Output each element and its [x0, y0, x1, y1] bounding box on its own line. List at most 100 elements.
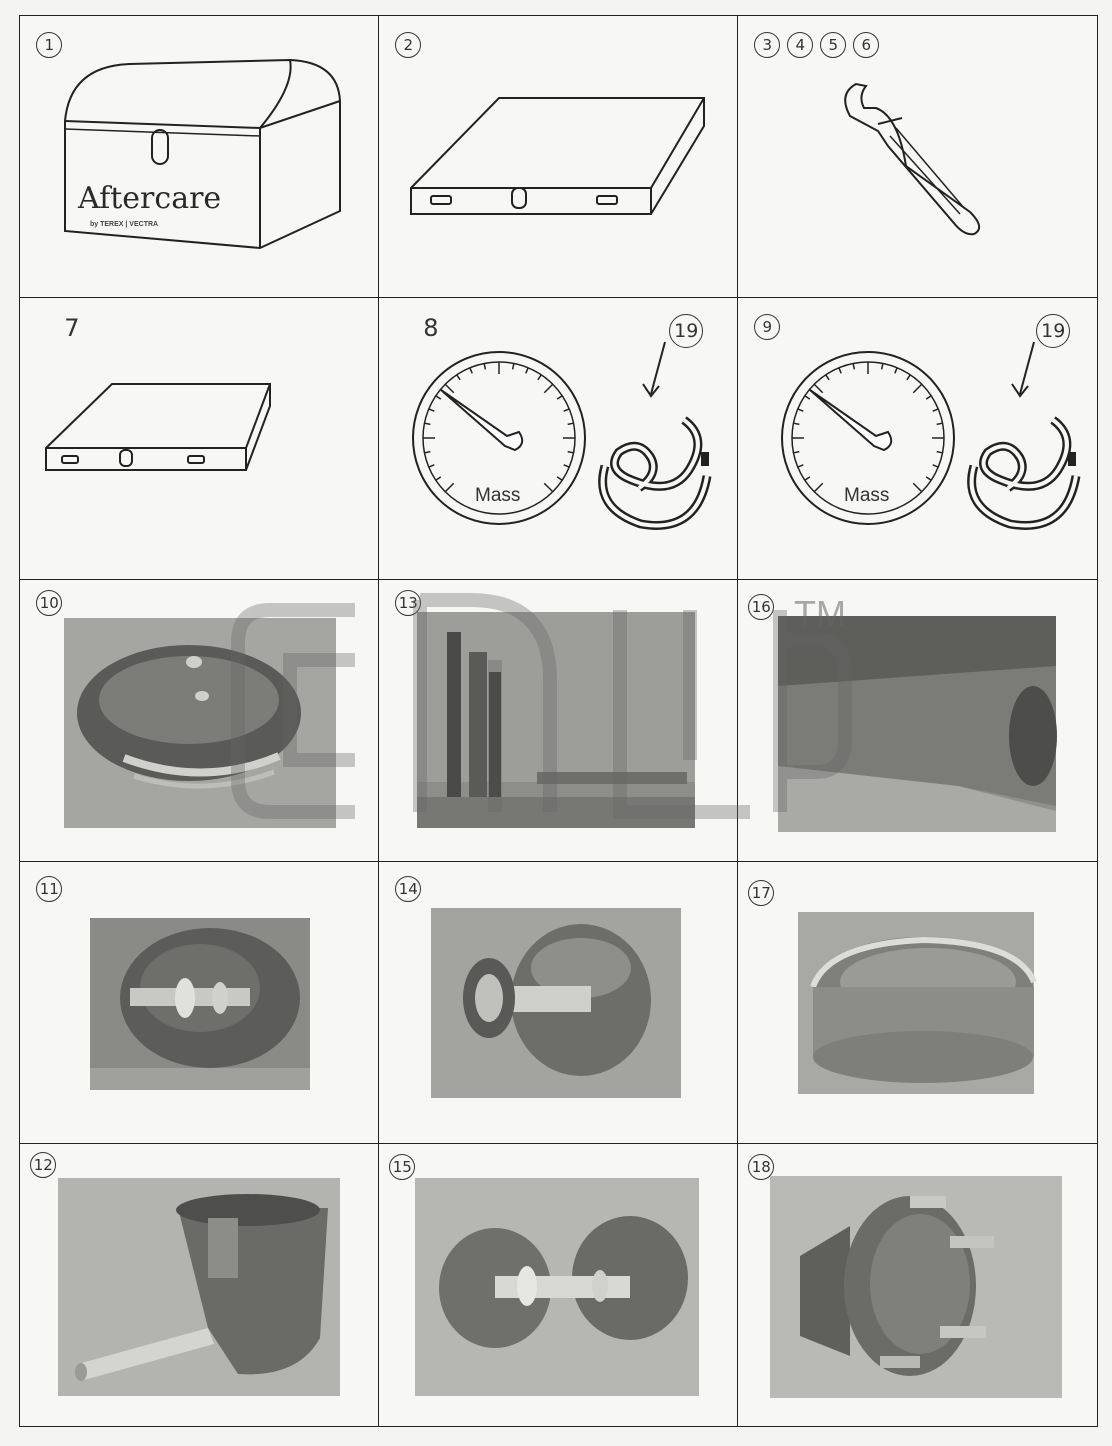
gauge-ticks — [792, 362, 945, 493]
gauge-tick — [912, 383, 923, 394]
hose-drawing — [598, 341, 712, 531]
gauge-tick — [537, 374, 543, 381]
part-12-photo — [58, 1178, 341, 1397]
cell-part-10: 10 — [19, 579, 380, 863]
cell-spanner: 3 4 5 6 — [737, 15, 1098, 299]
gauge-tick — [852, 363, 856, 370]
part-number: 12 — [30, 1152, 57, 1179]
gauge-tick — [563, 464, 570, 469]
gauge-tick — [813, 383, 824, 394]
cell-toolbox-small: 7 — [19, 297, 380, 581]
gauge-tick — [813, 482, 824, 493]
gauge-tick — [793, 451, 800, 454]
part-number: 5 — [820, 32, 847, 59]
hose-number: 19 — [1036, 314, 1071, 349]
part-10-photo — [64, 618, 337, 829]
part-17-photo — [798, 912, 1038, 1095]
part-number: 6 — [853, 32, 880, 59]
gauge-tick — [469, 367, 474, 374]
gauge-tick — [512, 363, 515, 370]
cell-toolbox-large: 2 — [378, 15, 739, 299]
mass-gauge-drawing: Mass — [781, 351, 956, 526]
gauge-tick — [793, 422, 800, 426]
part-number: 10 — [36, 590, 63, 617]
gauge-tick — [838, 367, 843, 374]
gauge-tick — [557, 395, 563, 400]
toolbox-small-drawing — [45, 383, 272, 472]
gauge-tick — [483, 363, 487, 370]
gauge-tick — [797, 464, 804, 469]
part-number: 15 — [389, 1154, 416, 1181]
part-13-photo — [417, 612, 696, 829]
gauge-tick — [932, 464, 939, 469]
gauge-tick — [906, 374, 912, 381]
gauge-tick — [567, 422, 574, 426]
part-number: 16 — [748, 594, 775, 621]
hose-number: 19 — [669, 314, 704, 349]
part-number: 2 — [395, 32, 422, 59]
gauge-label: Mass — [475, 485, 520, 506]
gauge-tick — [881, 363, 884, 370]
aftercare-logo-text: Aftercare — [77, 181, 221, 216]
cell-gauge-mass-9: 9 Mass 19 — [737, 297, 1098, 581]
gauge-tick — [804, 476, 811, 482]
part-11-photo — [90, 918, 311, 1091]
cell-part-12: 12 — [19, 1143, 380, 1427]
cell-part-18: 18 — [737, 1143, 1098, 1427]
gauge-tick — [525, 367, 530, 374]
part-number: 7 — [64, 314, 80, 343]
gauge-tick — [543, 383, 554, 394]
cell-part-11: 11 — [19, 861, 380, 1145]
mass-gauge-drawing: Mass — [412, 351, 587, 526]
gauge-tick — [563, 408, 570, 413]
gauge-tick — [912, 482, 923, 493]
part-15-photo — [415, 1178, 700, 1397]
gauge-tick — [435, 395, 442, 400]
part-number: 17 — [748, 880, 775, 907]
gauge-tick — [444, 383, 455, 394]
aftercare-box-drawing: Aftercare by TEREX | VECTRA — [64, 59, 342, 250]
gauge-tick — [932, 408, 939, 413]
gauge-tick — [435, 476, 442, 482]
gauge-tick — [444, 482, 455, 493]
cell-part-14: 14 — [378, 861, 739, 1145]
parts-sheet: 1 Aftercare by TEREX | VECTRA 2 3 4 — [19, 15, 1098, 1427]
part-18-photo — [770, 1176, 1063, 1399]
gauge-tick — [825, 374, 830, 381]
spanner-drawing — [844, 83, 981, 236]
part-number: 9 — [754, 314, 781, 341]
cell-part-13: 13 — [378, 579, 739, 863]
gauge-tick — [797, 408, 804, 413]
gauge-tick — [428, 408, 435, 413]
gauge-tick — [424, 422, 431, 426]
toolbox-large-drawing — [410, 97, 706, 216]
part-number: 11 — [36, 876, 63, 903]
aftercare-logo-subtext: by TEREX | VECTRA — [90, 221, 158, 228]
part-number-group: 3 4 5 6 — [754, 32, 880, 59]
gauge-label: Mass — [844, 485, 889, 506]
cell-part-17: 17 — [737, 861, 1098, 1145]
gauge-tick — [804, 395, 811, 400]
cell-part-15: 15 — [378, 1143, 739, 1427]
gauge-tick — [926, 476, 932, 482]
part-number: 8 — [423, 314, 439, 343]
cell-gauge-mass-8: 8 Mass 19 — [378, 297, 739, 581]
gauge-tick — [428, 464, 435, 469]
gauge-tick — [424, 451, 431, 454]
gauge-tick — [543, 482, 554, 493]
gauge-ticks — [423, 362, 576, 493]
gauge-tick — [936, 422, 943, 426]
part-number: 1 — [36, 32, 63, 59]
hose-drawing — [967, 341, 1081, 531]
part-number: 18 — [748, 1154, 775, 1181]
gauge-tick — [557, 476, 563, 482]
cell-part-16: 16 — [737, 579, 1098, 863]
part-number: 4 — [787, 32, 814, 59]
gauge-tick — [894, 367, 899, 374]
cell-aftercare-box: 1 Aftercare by TEREX | VECTRA — [19, 15, 380, 299]
part-number: 3 — [754, 32, 781, 59]
part-14-photo — [431, 908, 682, 1099]
gauge-tick — [936, 451, 943, 454]
gauge-tick — [456, 374, 461, 381]
part-number: 13 — [395, 590, 422, 617]
